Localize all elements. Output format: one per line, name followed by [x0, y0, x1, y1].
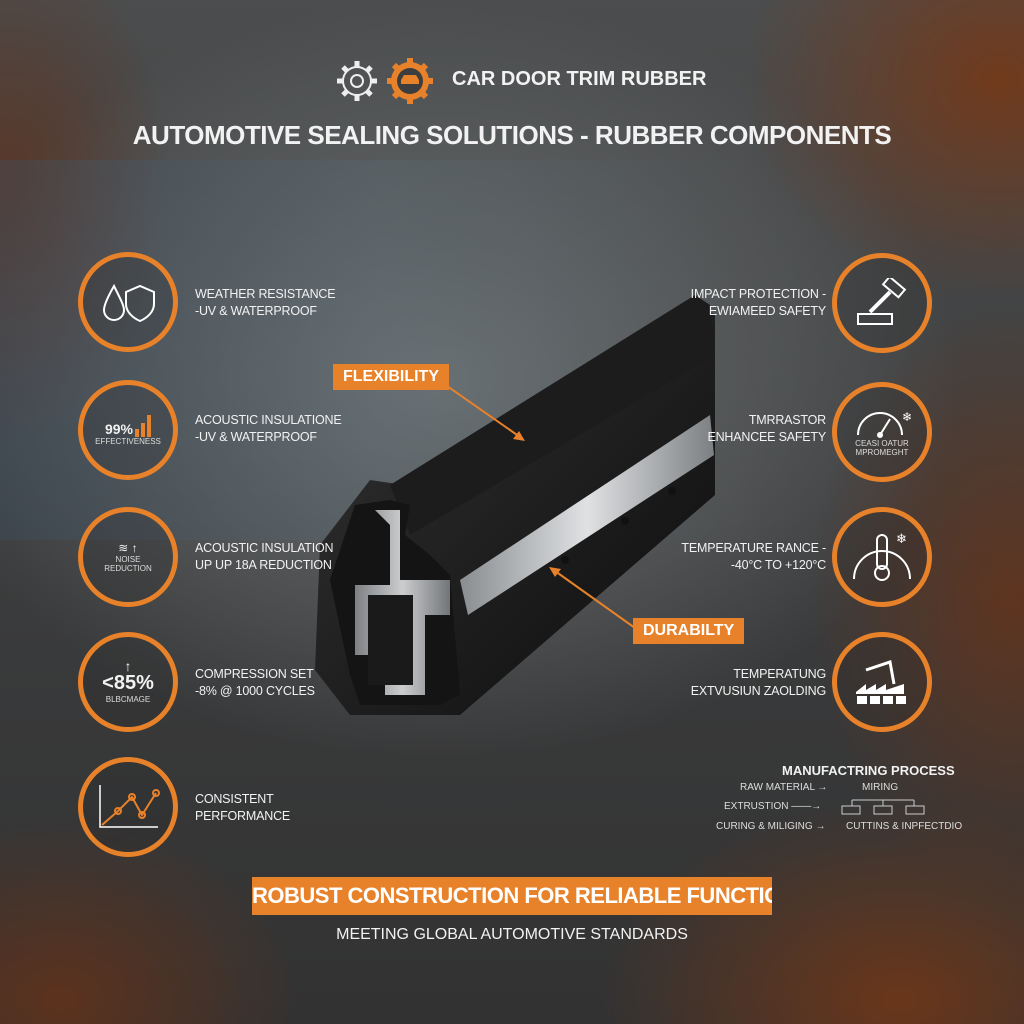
arrow-up-icon: ↑ — [124, 658, 132, 674]
acoustic-effectiveness-badge: 99% EFFECTIVENESS — [78, 380, 178, 480]
feature-impact-protection: IMPACT PROTECTION -EWIAMEED SAFETY — [690, 287, 827, 318]
temperature-badge: ❄ — [832, 507, 932, 607]
impact-badge — [832, 253, 932, 353]
feature-acoustic-insulatione: ACOUSTIC INSULATIONE-UV & WATERPROOF — [195, 413, 342, 444]
robot-factory-icon — [856, 660, 906, 704]
process-diagram — [841, 799, 925, 815]
feature-compression-set: COMPRESSION SET-8% @ 1000 CYCLES — [195, 667, 315, 698]
page-title: AUTOMOTIVE SEALING SOLUTIONS - RUBBER CO… — [132, 120, 892, 150]
svg-text:❄: ❄ — [902, 410, 912, 424]
performance-badge — [78, 757, 178, 857]
feature-temperature-range: TEMPERATURE RANCE --40°C TO +120°C — [681, 541, 826, 572]
durability-arrow — [549, 567, 636, 629]
weather-resistance-badge — [78, 252, 178, 352]
flexibility-arrow — [436, 378, 525, 441]
header-icons — [337, 58, 433, 104]
callout-flexibility: FLEXIBILITY — [333, 364, 449, 390]
footer-subtitle: MEETING GLOBAL AUTOMOTIVE STANDARDS — [336, 926, 688, 943]
process-step: CUTTINS & INPFECTDIO — [846, 821, 963, 832]
bar-chart-icon: 99% — [105, 414, 152, 437]
drop-shield-icon — [102, 283, 155, 322]
footer-banner: ROBUST CONSTRUCTION FOR RELIABLE FUNCTIO… — [252, 877, 772, 915]
wave-arrow-icon: ≋ ↑ — [118, 541, 138, 555]
hammer-icon — [857, 278, 907, 325]
rubber-trim-profile — [315, 295, 715, 715]
gauge-icon: ❄ — [857, 410, 912, 438]
thermometer-icon: ❄ — [853, 531, 911, 581]
car-gear-icon — [387, 58, 433, 104]
process-step: EXTRUSTION ——→ — [724, 801, 822, 812]
gear-icon — [337, 61, 377, 101]
manufacturing-badge — [832, 632, 932, 732]
process-step: CURING & MILIGING → — [716, 821, 826, 832]
line-chart-icon — [99, 785, 160, 828]
svg-text:❄: ❄ — [896, 531, 907, 546]
compression-badge: ↑ <85% BLBCMAGE — [78, 632, 178, 732]
callout-durability: DURABILTY — [633, 618, 745, 644]
brand-title: CAR DOOR TRIM RUBBER — [452, 68, 707, 90]
process-step: RAW MATERIAL → — [740, 782, 828, 793]
feature-weather-resistance: WEATHER RESISTANCE-UV & WATERPROOF — [195, 287, 336, 318]
process-step: MIRING — [862, 782, 899, 793]
process-title: MANUFACTRING PROCESS — [782, 763, 955, 778]
